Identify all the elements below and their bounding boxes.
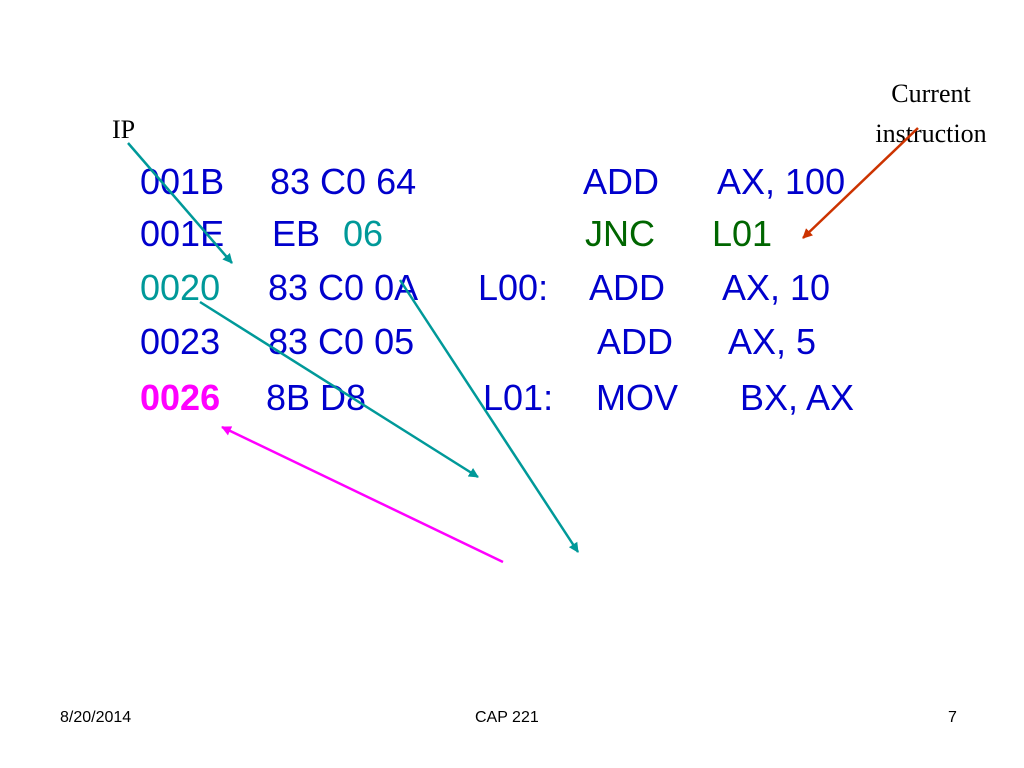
code-label: L00: (478, 267, 549, 308)
operands: L01 (712, 213, 773, 254)
footer-page-number: 7 (948, 709, 957, 726)
address: 001B (140, 161, 225, 202)
code-line-001b: 001B 83 C0 64 ADD AX, 100 (0, 157, 1024, 207)
code-line-001e: 001E EB 06 JNC L01 (0, 209, 1024, 259)
address: 0020 (140, 267, 221, 308)
code-line-0026: 0026 8B D8 L01: MOV BX, AX (0, 373, 1024, 423)
operands: AX, 10 (722, 267, 831, 308)
current-instruction-label-line-1: Current (891, 79, 971, 108)
ip-label: IP (112, 115, 136, 144)
current-instruction-label: Current instruction (852, 74, 1010, 154)
address: 0023 (140, 321, 221, 362)
mnemonic: ADD (597, 321, 674, 362)
footer-date: 8/20/2014 (60, 709, 132, 726)
operands: AX, 100 (717, 161, 846, 202)
operands: AX, 5 (728, 321, 817, 362)
mnemonic: ADD (589, 267, 666, 308)
code-line-0023: 0023 83 C0 05 ADD AX, 5 (0, 317, 1024, 367)
machine-bytes: 83 C0 0A (268, 267, 419, 308)
footer-course: CAP 221 (475, 709, 539, 726)
machine-bytes: 8B D8 (266, 377, 367, 418)
mnemonic: ADD (583, 161, 660, 202)
mnemonic: MOV (596, 377, 679, 418)
jump-offset-byte: 06 (343, 213, 384, 254)
code-line-0020: 0020 83 C0 0A L00: ADD AX, 10 (0, 263, 1024, 313)
current-instruction-label-line-2: instruction (875, 119, 987, 148)
operands: BX, AX (740, 377, 855, 418)
new-ip-arrow (221, 425, 504, 564)
machine-bytes: EB (272, 213, 321, 254)
code-label: L01: (483, 377, 554, 418)
machine-bytes: 83 C0 05 (268, 321, 415, 362)
machine-bytes: 83 C0 64 (270, 161, 417, 202)
mnemonic: JNC (585, 213, 655, 254)
address: 0026 (140, 377, 221, 418)
address: 001E (140, 213, 225, 254)
